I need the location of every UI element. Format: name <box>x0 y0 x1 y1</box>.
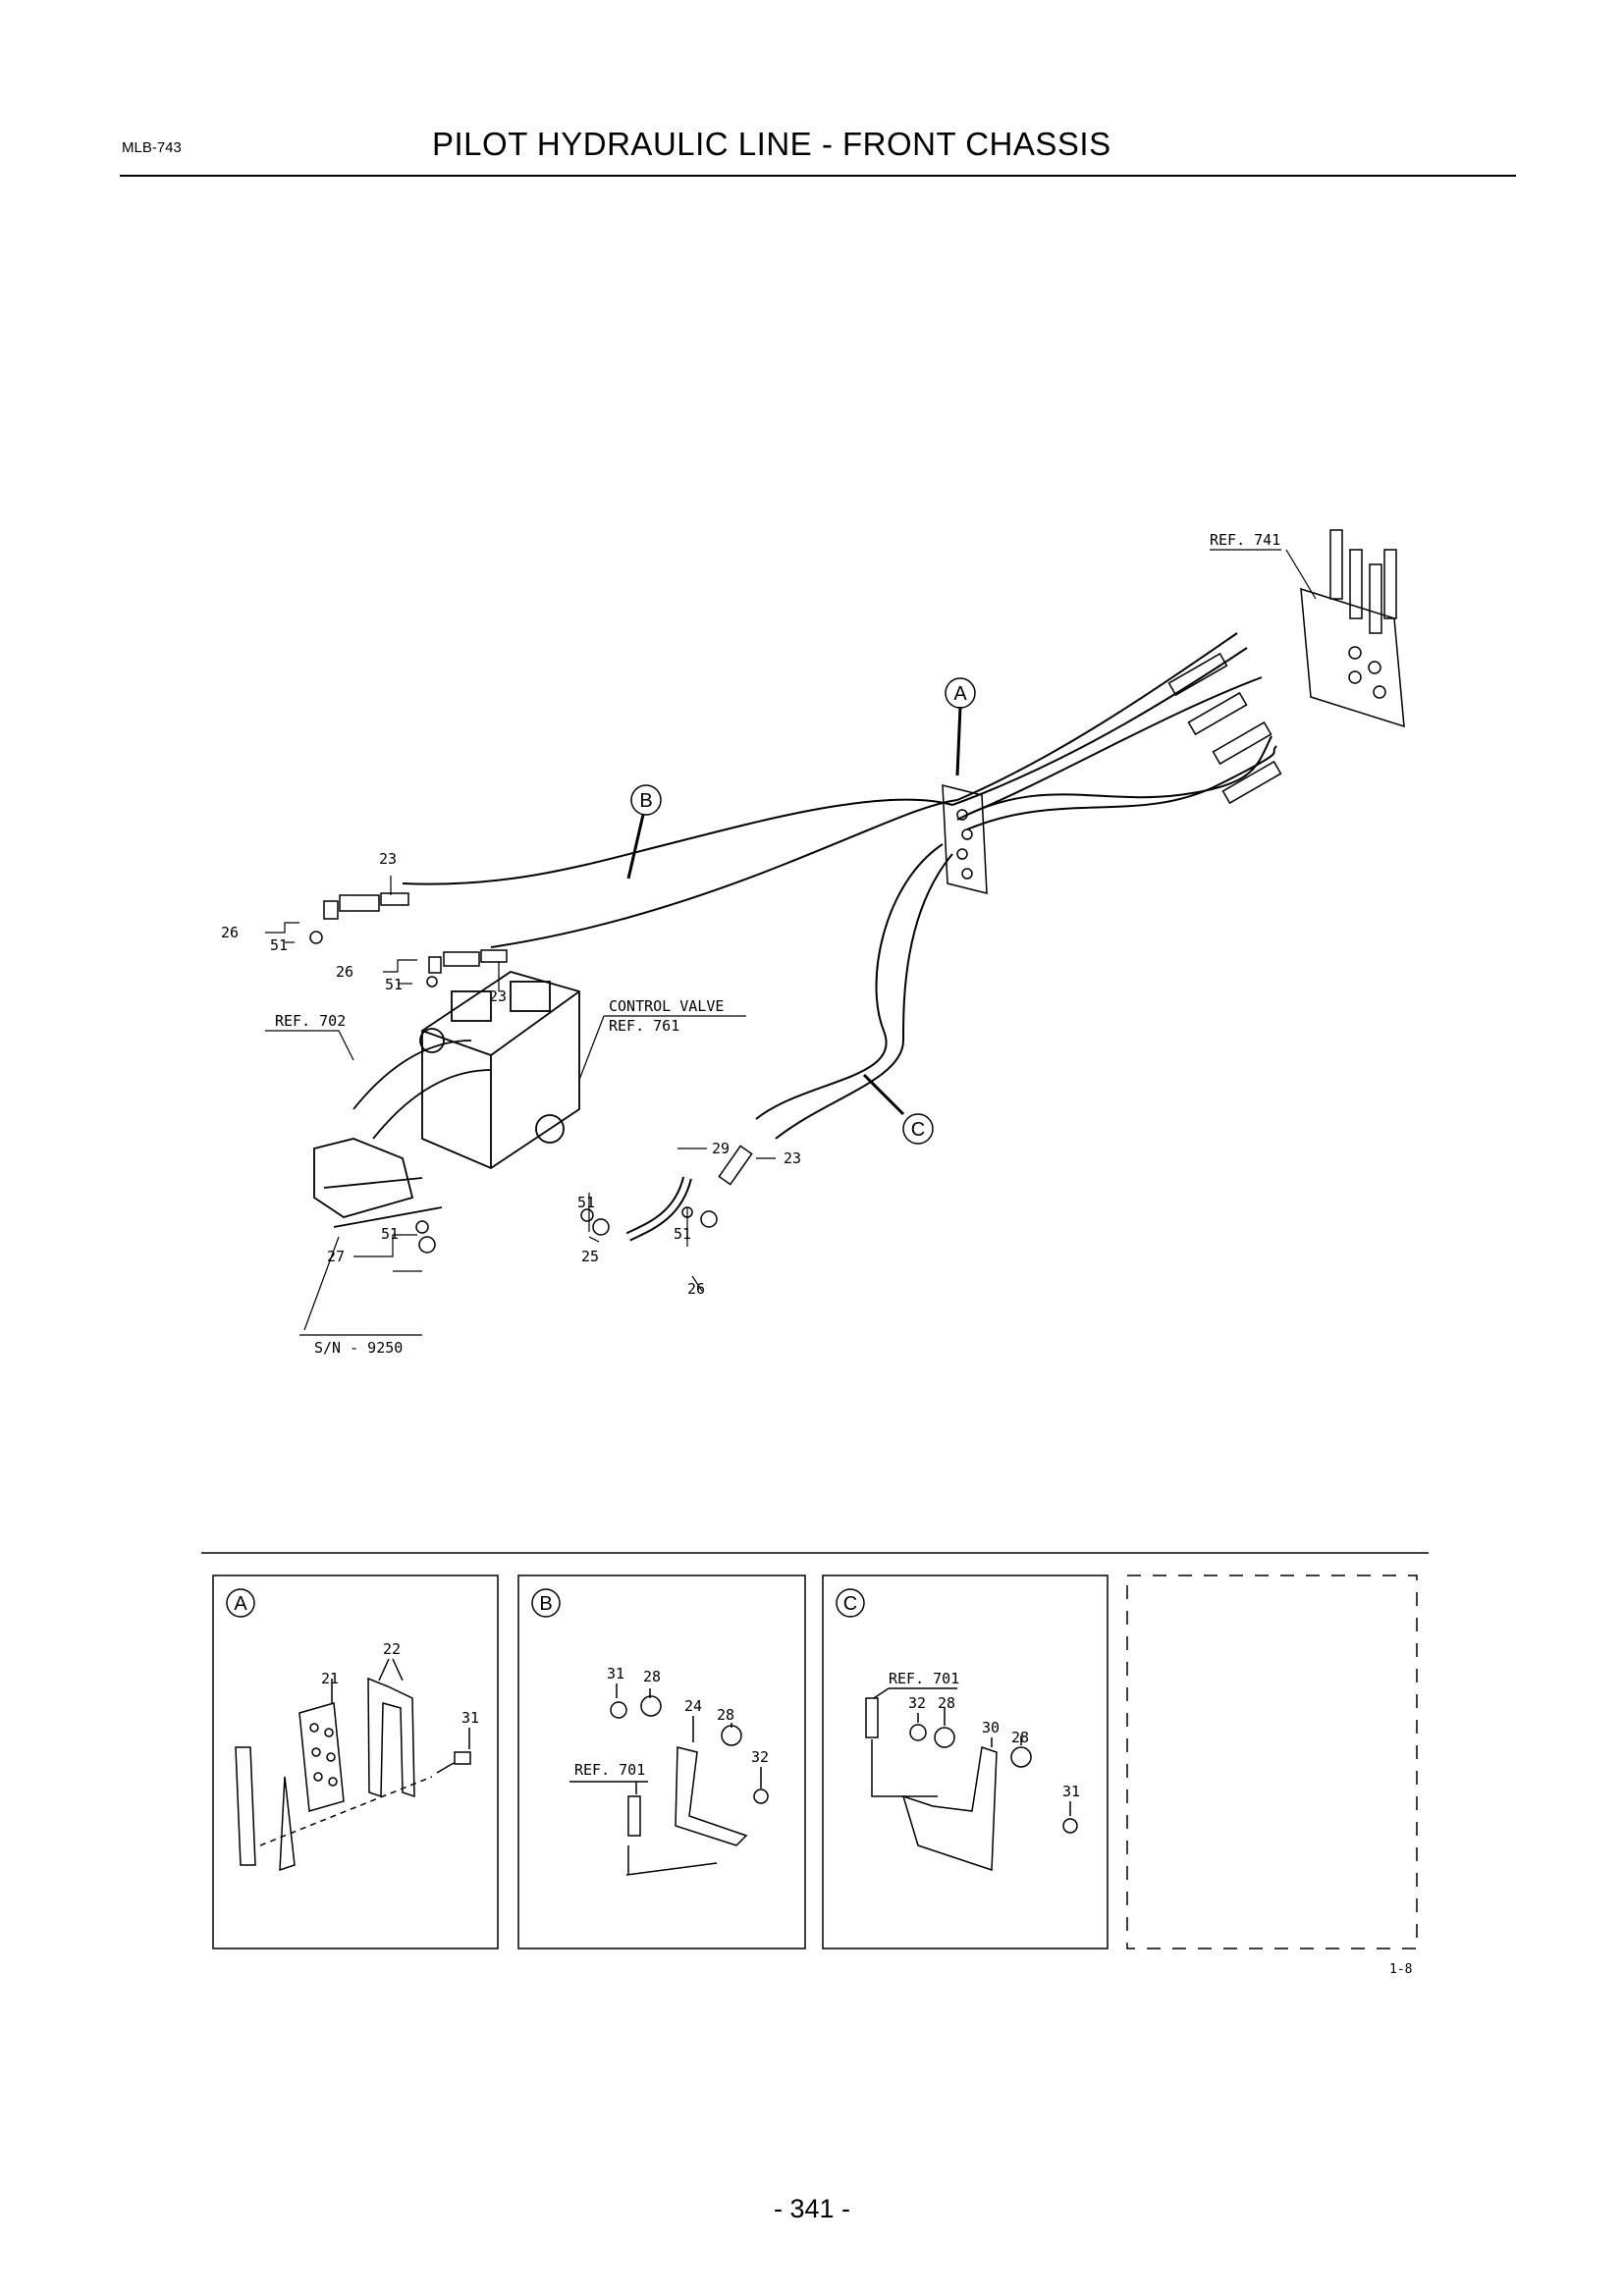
panel-b-art <box>569 1683 769 1876</box>
leader-lines <box>265 549 1317 1336</box>
ref-702-label: REF. 702 <box>275 1012 346 1030</box>
panel-b-part-31: 31 <box>607 1665 624 1682</box>
panel-a-part-22: 22 <box>383 1640 401 1658</box>
document-code: MLB-743 <box>122 139 182 156</box>
panel-b-ref-701: REF. 701 <box>574 1761 645 1779</box>
panel-a-art <box>235 1658 471 1872</box>
panel-b-part-24: 24 <box>684 1697 702 1715</box>
part-23-top: 23 <box>379 850 397 868</box>
panel-c-part-30: 30 <box>982 1719 1000 1736</box>
part-25: 25 <box>581 1248 599 1265</box>
part-26-mid: 26 <box>336 963 353 981</box>
callout-circle-c <box>902 1113 934 1145</box>
manifold-block <box>1300 529 1405 728</box>
detail-panel-c <box>822 1575 1109 1949</box>
clamp-block-a <box>942 784 988 894</box>
panel-b-part-28b: 28 <box>717 1706 734 1724</box>
callout-a-label: A <box>953 683 967 705</box>
panel-c-part-28a: 28 <box>938 1694 955 1712</box>
panel-c-badge <box>836 1588 865 1618</box>
detail-panel-a <box>212 1575 499 1949</box>
panel-b-badge <box>531 1588 561 1618</box>
panel-b-part-28a: 28 <box>643 1668 661 1685</box>
control-valve <box>313 971 580 1228</box>
part-27: 27 <box>327 1248 345 1265</box>
hose-line <box>490 799 958 948</box>
figure-code: 1-8 <box>1389 1962 1412 1977</box>
header-divider <box>120 175 1516 177</box>
panel-c-art <box>865 1687 1078 1872</box>
page-number: - 341 - <box>773 2194 851 2223</box>
panel-c-letter: C <box>843 1593 857 1615</box>
panel-b-part-32: 32 <box>751 1748 769 1766</box>
detail-panel-empty <box>1126 1575 1418 1949</box>
detail-panel-b <box>517 1575 806 1949</box>
control-valve-label: CONTROL VALVE <box>609 997 724 1015</box>
hose-line <box>775 853 953 1140</box>
hose-line <box>755 843 944 1120</box>
callout-arrow-b <box>626 814 645 880</box>
panel-c-ref-701: REF. 701 <box>889 1670 959 1687</box>
part-23-mid: 23 <box>489 988 507 1005</box>
serial-number-label: S/N - 9250 <box>314 1339 403 1357</box>
panel-c-part-32: 32 <box>908 1694 926 1712</box>
callout-arrow-c <box>862 1073 905 1116</box>
fittings-left <box>309 892 753 1254</box>
panel-b-letter: B <box>539 1593 552 1615</box>
part-51-b: 51 <box>674 1225 691 1243</box>
part-26-low: 26 <box>687 1280 705 1298</box>
panel-a-badge <box>226 1588 255 1618</box>
panel-a-part-21: 21 <box>321 1670 339 1687</box>
part-26-left: 26 <box>221 924 239 941</box>
panel-a-letter: A <box>234 1593 247 1615</box>
ref-741-label: REF. 741 <box>1210 531 1280 549</box>
part-51-left: 51 <box>270 936 288 954</box>
callout-b-label: B <box>639 790 652 812</box>
part-51-a: 51 <box>577 1194 595 1211</box>
part-29: 29 <box>712 1140 730 1157</box>
panel-c-part-28b: 28 <box>1011 1729 1029 1746</box>
part-51-low: 51 <box>381 1225 399 1243</box>
panel-c-part-31: 31 <box>1062 1783 1080 1800</box>
callout-circle-a <box>945 677 976 709</box>
callout-c-label: C <box>911 1119 925 1141</box>
hose-line <box>966 745 1277 830</box>
ref-761-label: REF. 761 <box>609 1017 679 1035</box>
part-23-right: 23 <box>784 1149 801 1167</box>
hose-line <box>966 676 1263 816</box>
part-51-mid: 51 <box>385 976 403 993</box>
hose-line <box>956 632 1238 801</box>
page-title: PILOT HYDRAULIC LINE - FRONT CHASSIS <box>432 126 1111 162</box>
panel-a-part-31: 31 <box>461 1709 479 1727</box>
callout-circle-b <box>630 784 662 816</box>
fitting-right <box>1167 652 1282 805</box>
callout-arrow-a <box>955 706 962 776</box>
hose-line <box>402 798 953 885</box>
hose-line <box>951 647 1248 806</box>
